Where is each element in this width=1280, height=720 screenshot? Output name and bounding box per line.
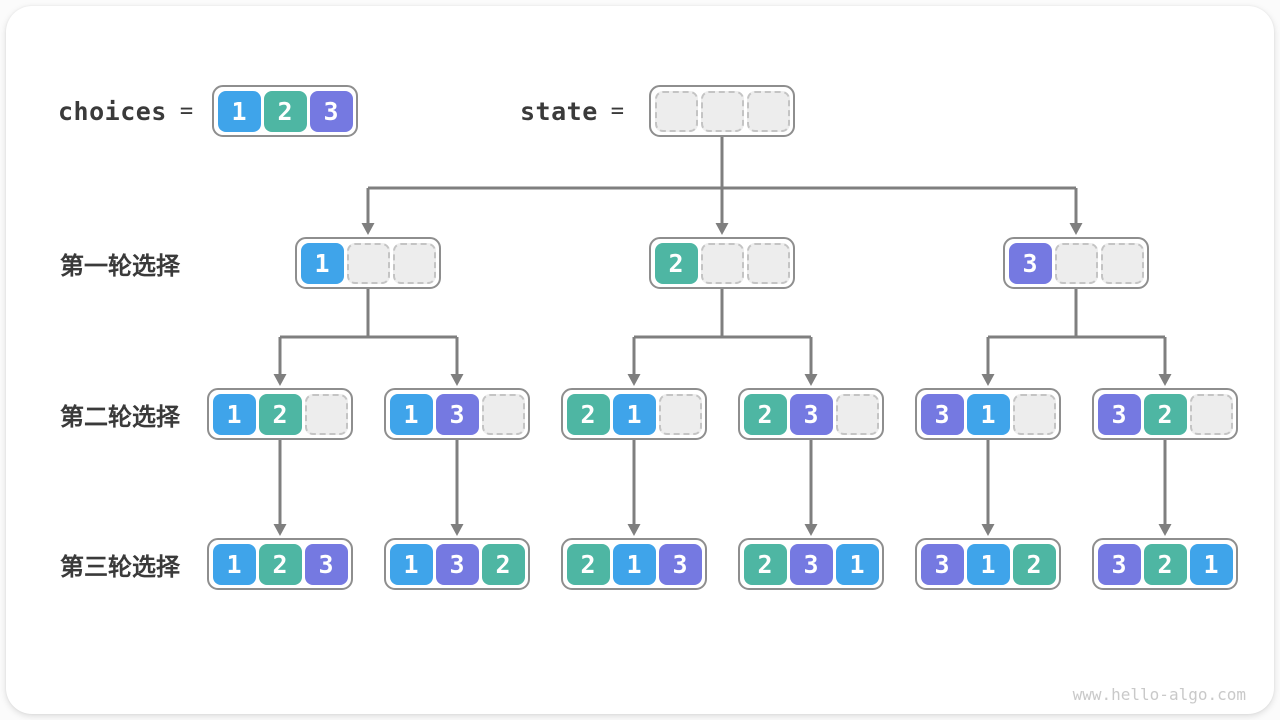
choice-cell-3: 3: [1097, 543, 1141, 585]
choices-label: choices: [58, 96, 167, 126]
empty-cell: [658, 393, 702, 435]
empty-cell: [1012, 393, 1056, 435]
choice-cell-1: 1: [212, 543, 256, 585]
choice-cell-1: 1: [389, 393, 433, 435]
empty-cell: [700, 90, 744, 132]
state-equals-sign: =: [610, 98, 625, 124]
choice-cell-3: 3: [304, 543, 348, 585]
watermark: www.hello-algo.com: [1072, 685, 1246, 704]
choice-cell-1: 1: [966, 543, 1010, 585]
arrowhead-icon: [450, 524, 464, 536]
choice-cell-1: 1: [612, 393, 656, 435]
round-2-label: 第二轮选择: [60, 403, 180, 431]
choice-cell-1: 1: [217, 90, 261, 132]
choice-cell-2: 2: [1143, 393, 1187, 435]
choice-cell-3: 3: [1097, 393, 1141, 435]
arrowhead-icon: [1158, 374, 1172, 386]
arrowhead-icon: [273, 524, 287, 536]
choice-cell-3: 3: [789, 393, 833, 435]
choices-header: choices =: [58, 85, 193, 137]
arrowhead-icon: [450, 374, 464, 386]
choice-cell-1: 1: [300, 242, 344, 284]
choice-cell-3: 3: [309, 90, 353, 132]
choice-cell-2: 2: [263, 90, 307, 132]
empty-cell: [746, 242, 790, 284]
choice-cell-2: 2: [654, 242, 698, 284]
choice-cell-3: 3: [1008, 242, 1052, 284]
choice-cell-3: 3: [920, 543, 964, 585]
choices-equals-sign: =: [179, 98, 194, 124]
state-node: [649, 85, 795, 137]
empty-cell: [1100, 242, 1144, 284]
choice-cell-3: 3: [789, 543, 833, 585]
arrowhead-icon: [1158, 524, 1172, 536]
choice-cell-2: 2: [258, 543, 302, 585]
arrowhead-icon: [273, 374, 287, 386]
state-node: 3: [1003, 237, 1149, 289]
empty-cell: [835, 393, 879, 435]
empty-cell: [481, 393, 525, 435]
choice-cell-2: 2: [566, 393, 610, 435]
choice-cell-3: 3: [920, 393, 964, 435]
arrowhead-icon: [627, 524, 641, 536]
choice-cell-1: 1: [966, 393, 1010, 435]
arrowhead-icon: [627, 374, 641, 386]
empty-cell: [1189, 393, 1233, 435]
state-header: state =: [520, 85, 624, 137]
choice-cell-2: 2: [743, 393, 787, 435]
round-3-label: 第三轮选择: [60, 553, 180, 581]
arrowhead-icon: [981, 524, 995, 536]
choice-cell-2: 2: [1012, 543, 1056, 585]
arrowhead-icon: [1069, 223, 1083, 235]
choice-cell-2: 2: [258, 393, 302, 435]
arrowhead-icon: [715, 223, 729, 235]
choice-cell-2: 2: [1143, 543, 1187, 585]
choice-cell-2: 2: [743, 543, 787, 585]
choice-cell-2: 2: [566, 543, 610, 585]
choice-cell-1: 1: [389, 543, 433, 585]
choice-cell-3: 3: [658, 543, 702, 585]
choice-cell-1: 1: [1189, 543, 1233, 585]
round-1-label: 第一轮选择: [60, 252, 180, 280]
arrowhead-icon: [981, 374, 995, 386]
empty-cell: [1054, 242, 1098, 284]
choice-cell-2: 2: [481, 543, 525, 585]
empty-cell: [654, 90, 698, 132]
choice-cell-1: 1: [612, 543, 656, 585]
choice-cell-3: 3: [435, 393, 479, 435]
choice-cell-3: 3: [435, 543, 479, 585]
empty-cell: [346, 242, 390, 284]
state-node: 2: [649, 237, 795, 289]
arrowhead-icon: [361, 223, 375, 235]
empty-cell: [746, 90, 790, 132]
choice-cell-1: 1: [212, 393, 256, 435]
choice-cell-1: 1: [835, 543, 879, 585]
arrowhead-icon: [804, 524, 818, 536]
state-label: state: [520, 96, 598, 126]
empty-cell: [700, 242, 744, 284]
empty-cell: [304, 393, 348, 435]
empty-cell: [392, 242, 436, 284]
arrowhead-icon: [804, 374, 818, 386]
state-node: 1: [295, 237, 441, 289]
